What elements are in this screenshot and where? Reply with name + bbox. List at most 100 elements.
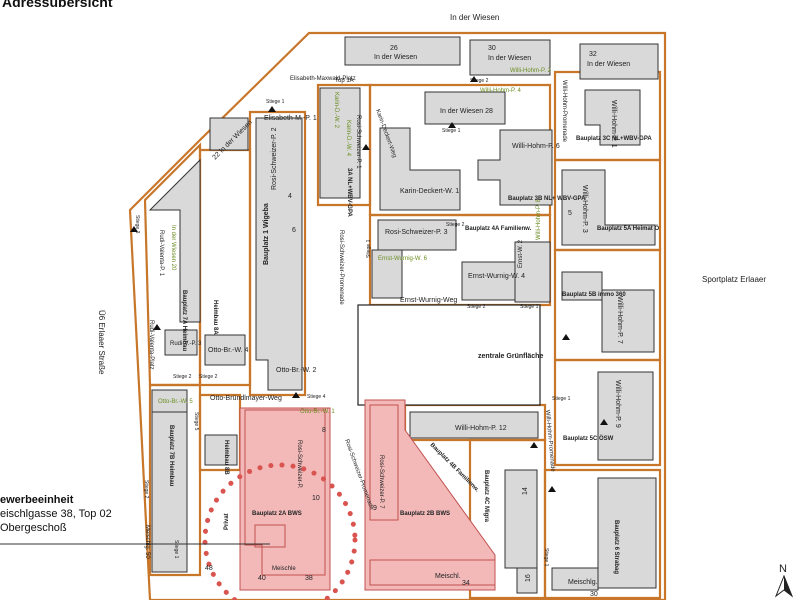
label-ernst-w2: Ernst-W. 2 (518, 239, 524, 268)
street-in-der-wiesen: In der Wiesen (450, 13, 499, 22)
plot-label-8b: Heimbau 8B (223, 440, 229, 475)
building-2b-outline (369, 404, 399, 521)
label-karin-d4: Karin-D.-W. 4 (345, 120, 351, 157)
label-rosi-sp: Rosi-Schweizer-P. (296, 440, 302, 489)
building-22 (209, 117, 249, 151)
label-willi-p6: Willi-Hohm-P. 6 (512, 143, 560, 150)
building-28 (424, 91, 506, 125)
building-karin-d (319, 87, 361, 199)
label-otto-bw2: Otto-Br.-W. 2 (276, 367, 317, 374)
label-26-street: In der Wiesen (374, 54, 417, 61)
street-elisabeth-maxwald: Elisabeth-Maxwald-Platz (290, 76, 356, 82)
label-karin-d2: Karin-D.-W. 2 (333, 92, 339, 129)
label-willi-p8: Willi-Hohm-P. 8 (536, 198, 542, 240)
building-5b (561, 271, 603, 301)
stiege-label: Stiege 1 (266, 99, 285, 105)
plot-label-3a: 3A NL+WBV-GPA (346, 168, 352, 218)
stiege-label: Stiege 1 (442, 128, 461, 134)
street-willi-promenade: Willi-Hohm-Promenade (561, 80, 567, 143)
label-26: 26 (390, 45, 398, 52)
label-rosi-p1: Rosi-Schweizer-P. 1 (355, 115, 361, 169)
street-willi-promenade-2: Willi-Hohm-Promenade (544, 410, 555, 473)
stiege-label: Stiege 2 (467, 304, 486, 310)
stair-marker (600, 419, 608, 425)
plot-label-5a: Bauplatz 5A Heimat Ö (597, 225, 659, 232)
label-willi-p12: Willi-Hohm-P. 12 (455, 425, 507, 432)
plot-label-7b: Bauplatz 7B Heimbau (168, 425, 174, 487)
label-karin-dw1: Karin-Deckert-W. 1 (400, 188, 459, 195)
plot-label-2a: Bauplatz 2A BWS (252, 511, 302, 517)
plot-label-5c: Bauplatz 5C ÖSW (563, 435, 614, 442)
stair-marker (448, 122, 456, 128)
building-4c-b (516, 567, 538, 594)
stair-marker (268, 106, 276, 112)
plot-label-7a: Bauplatz 7A Heimbau (181, 290, 187, 351)
plot-label-3b: Bauplatz 3B NL+ WBV-GPA (508, 196, 586, 202)
north-arrow-half (784, 576, 792, 596)
label-8: 8 (322, 427, 326, 434)
label-elisabeth-mp1: Elisabeth-M.-P. 1 (264, 115, 317, 122)
building-26 (344, 36, 461, 66)
label-willi-p2: Willi-Hohm-P. 2 (510, 68, 552, 74)
stiege-label: Stiege 1 (552, 396, 571, 402)
stiege-label: Stiege 4 (307, 394, 326, 400)
building-willi-p3 (561, 169, 656, 246)
label-9: 9 (373, 505, 377, 512)
building-otto-bw4 (204, 334, 246, 366)
business-unit-address: eischlgasse 38, Top 02 (0, 508, 112, 520)
plot-label-1: Bauplatz 1 Wigeba (263, 203, 270, 265)
label-meischlg-50: Meischlg. 50 (144, 525, 150, 559)
label-otto-bw5: Otto-Br.-W. 5 (158, 399, 193, 405)
stiege-label: Stiege 2 (143, 480, 149, 499)
label-4: 4 (288, 193, 292, 200)
building-willi-p9 (597, 371, 654, 461)
label-rosi-sp2: Rosi-Schweizer-P. 2 (271, 127, 278, 190)
stiege-label: Stiege 1 (366, 239, 372, 258)
plot-label-4c: Bauplatz 4C Migra (483, 470, 489, 523)
building-2a-outline (244, 409, 326, 576)
business-unit-floor: Obergeschoß (0, 522, 67, 534)
label-48: 48 (205, 565, 213, 572)
building-2b-bottom (369, 559, 496, 586)
label-top1a: Top 1A (335, 78, 354, 84)
street-erlaaer: Ü6 Erlaaer Straße (97, 310, 106, 375)
label-ernst-w6: Ernst-Wurnig-W. 6 (378, 256, 428, 262)
label-6: 6 (292, 227, 296, 234)
label-privat: Privat (224, 513, 230, 530)
plot-5c (553, 358, 662, 467)
label-34: 34 (462, 580, 470, 587)
label-idw20: In der Wiesen 20 (170, 225, 176, 271)
stair-marker (130, 226, 138, 232)
label-30b: 30 (590, 591, 598, 598)
building-willi-p12 (409, 411, 539, 439)
label-rosi-p3: Rosi-Schweizer-P. 3 (385, 229, 448, 236)
street-rosi-promenade: Rosi-Schweizer-Promenade (338, 230, 344, 305)
building-32 (579, 43, 659, 80)
street-sportplatz: Sportplatz Erlaaer (702, 275, 766, 284)
label-willi-p1: Willi-Hohm-P. 1 (610, 100, 617, 148)
stiege-label: Stiege 1 (173, 540, 179, 559)
building-willi-p6 (477, 129, 553, 206)
page-title: Adressübersicht (2, 0, 113, 10)
business-unit-info: ewerbeeinheit eischlgasse 38, Top 02 Obe… (0, 493, 112, 535)
stair-marker (292, 392, 300, 398)
plot-label-5b: Bauplatz 5B immo 360 (562, 292, 626, 298)
building-6-a (597, 477, 657, 589)
label-willi-p3: Willi-Hohm-P. 3 (581, 185, 588, 233)
label-idw-28: In der Wiesen 28 (440, 108, 493, 115)
plot-4a (368, 213, 552, 307)
stair-marker (530, 442, 538, 448)
building-rudi-p3 (164, 329, 198, 356)
label-rosi-sp7: Rosi-Schweizer-P. 7 (378, 455, 384, 509)
street-ernst-wurnig: Ernst-Wurnig-Weg (400, 297, 457, 304)
plot-label-6: Bauplatz 6 Strabag (613, 520, 619, 574)
building-bp1 (255, 117, 303, 391)
label-38: 38 (305, 575, 313, 582)
label-willi-p9: Willi-Hohm-P. 9 (614, 380, 621, 428)
label-32-street: In der Wiesen (587, 61, 630, 68)
central-green-label: zentrale Grünfläche (478, 353, 543, 360)
label-5: 5 (568, 210, 572, 217)
label-ernst-w4: Ernst-Wurnig-W. 4 (468, 273, 525, 280)
label-willi-p7: Willi-Hohm-P. 7 (616, 296, 623, 344)
building-30 (469, 39, 551, 76)
